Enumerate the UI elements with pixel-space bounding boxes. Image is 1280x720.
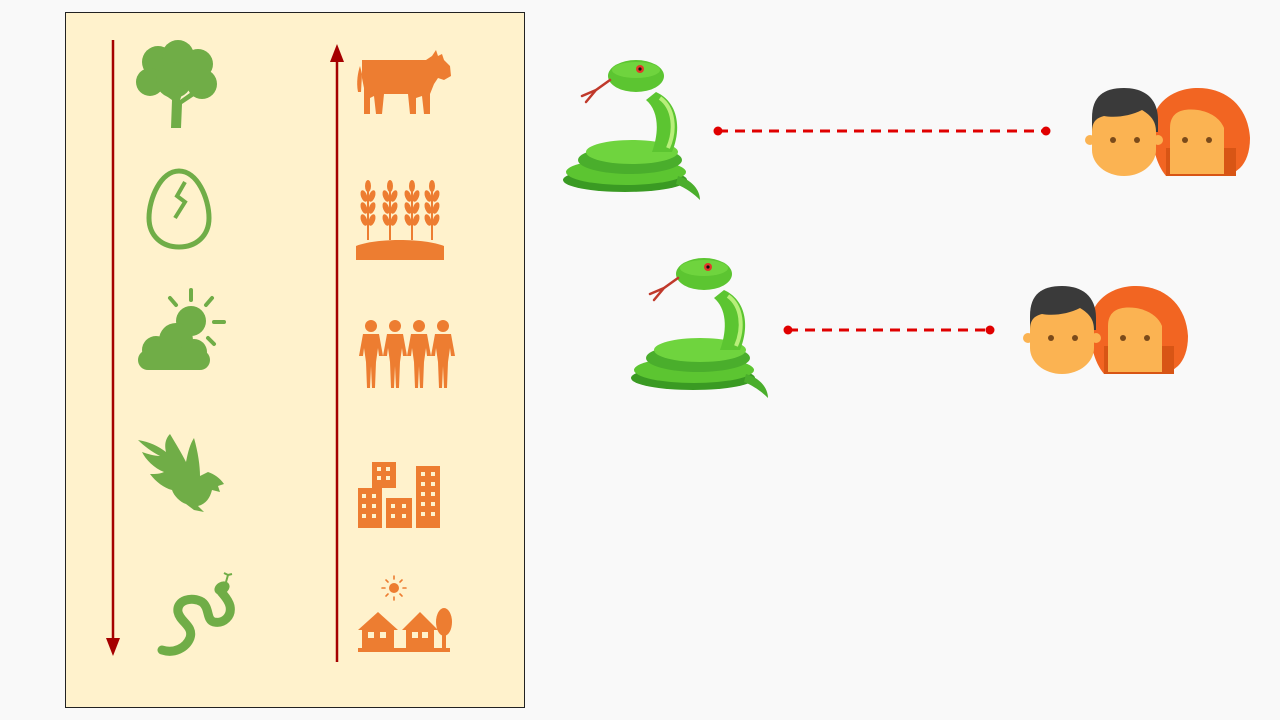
dashed-connector — [713, 126, 1051, 136]
snake-emoji — [563, 60, 700, 200]
up-arrow — [330, 44, 344, 662]
wheat-field-icon — [356, 180, 444, 260]
couple-emoji — [1085, 88, 1250, 176]
snake-icon — [157, 572, 235, 656]
sun-cloud-icon — [138, 288, 226, 370]
dashed-connector — [783, 325, 995, 335]
village-houses-icon — [358, 575, 452, 652]
tree-icon — [136, 40, 217, 128]
city-buildings-icon — [358, 462, 440, 528]
couple-emoji — [1023, 286, 1188, 374]
cracked-egg-icon — [146, 168, 212, 250]
cow-icon — [357, 50, 451, 114]
people-group-icon — [359, 320, 455, 388]
snake-emoji — [631, 258, 768, 398]
eagle-icon — [138, 434, 224, 512]
down-arrow — [106, 40, 120, 656]
